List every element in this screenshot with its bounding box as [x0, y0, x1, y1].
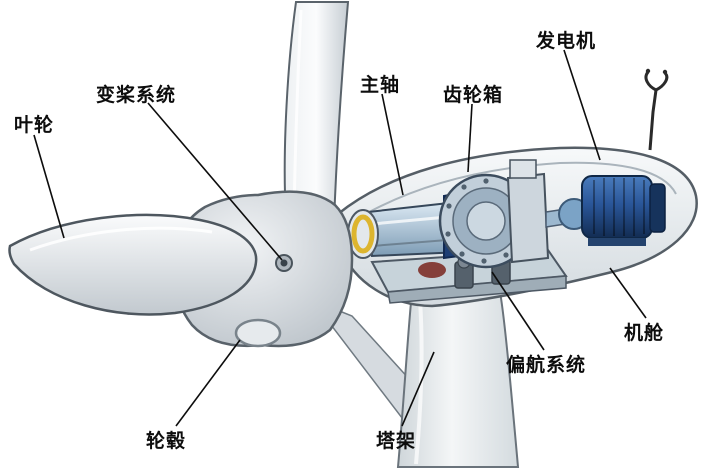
nacelle-inner-edge — [351, 161, 677, 223]
tower-highlight — [414, 299, 424, 465]
leader-lines — [33, 49, 647, 427]
label-nacelle: 机舱 — [624, 323, 665, 344]
gearbox — [438, 159, 550, 269]
leader-tower — [401, 351, 435, 427]
leader-generator — [563, 49, 601, 161]
label-generator: 发电机 — [536, 31, 597, 52]
leader-hub — [175, 339, 241, 427]
leader-gearbox — [467, 103, 473, 173]
main-shaft — [347, 200, 464, 259]
label-tower: 塔架 — [376, 431, 417, 452]
leader-main-shaft — [381, 93, 404, 196]
label-yaw-system: 偏航系统 — [506, 355, 587, 376]
generator-body — [581, 175, 653, 239]
tower-shape — [396, 291, 520, 468]
label-gearbox: 齿轮箱 — [443, 85, 504, 106]
leader-yaw-system — [491, 271, 545, 351]
gearbox-housing — [506, 172, 550, 264]
label-pitch-system: 变桨系统 — [96, 85, 177, 106]
leader-pitch-system — [147, 102, 283, 261]
leader-nacelle — [609, 267, 647, 319]
generator-ribs — [593, 178, 645, 236]
rotor-blade-left-highlight — [29, 226, 213, 252]
bedplate-detail — [418, 262, 446, 278]
rotor-blade-left — [8, 213, 258, 316]
rotor-blade-left-shape — [8, 213, 258, 316]
label-rotor: 叶轮 — [14, 115, 55, 136]
generator — [545, 175, 666, 246]
main-bearing-ring — [351, 214, 375, 254]
label-main-shaft: 主轴 — [360, 75, 401, 96]
gearbox-housing-top — [509, 159, 537, 179]
generator-foot — [588, 238, 646, 246]
pitch-system-center — [280, 259, 288, 267]
leader-rotor — [33, 134, 65, 239]
hub-opening-bottom — [234, 318, 282, 348]
gearbox-disc-inner — [466, 201, 506, 241]
label-hub: 轮毂 — [146, 431, 187, 452]
wind-vane-bracket — [644, 68, 669, 151]
generator-endcap — [649, 183, 666, 233]
tower — [396, 291, 520, 468]
